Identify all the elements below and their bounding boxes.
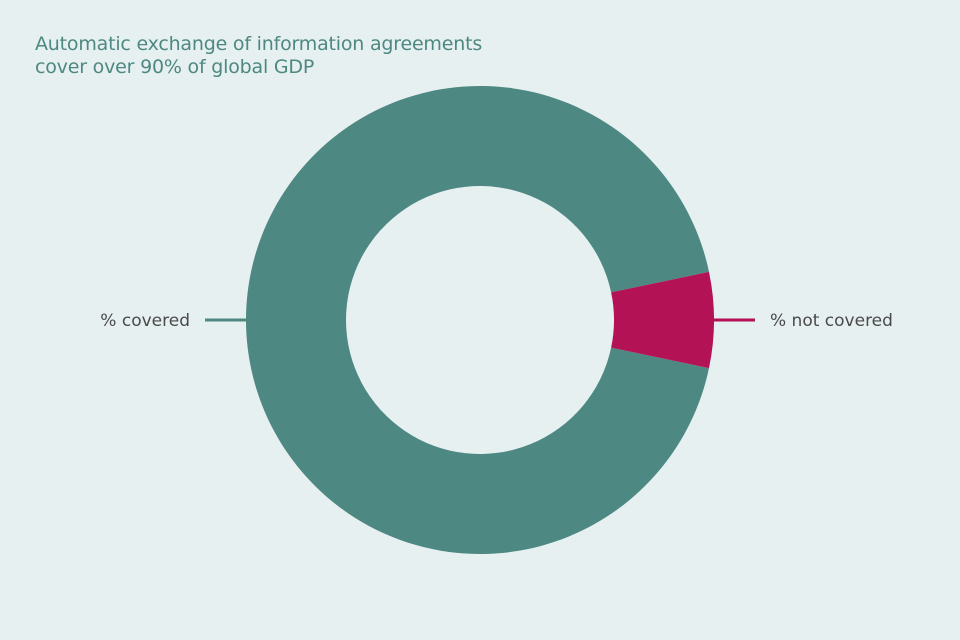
label-not-covered: % not covered <box>770 311 893 331</box>
chart-title: Automatic exchange of information agreem… <box>35 33 595 79</box>
slice-labels: % covered % not covered <box>100 311 893 331</box>
slice-not-covered <box>611 271 714 369</box>
donut-slices <box>246 86 714 555</box>
slice-covered <box>246 86 709 555</box>
chart-title-line-1: Automatic exchange of information agreem… <box>35 33 483 55</box>
label-covered: % covered <box>100 311 190 331</box>
chart-title-line-2: cover over 90% of global GDP <box>35 56 315 78</box>
